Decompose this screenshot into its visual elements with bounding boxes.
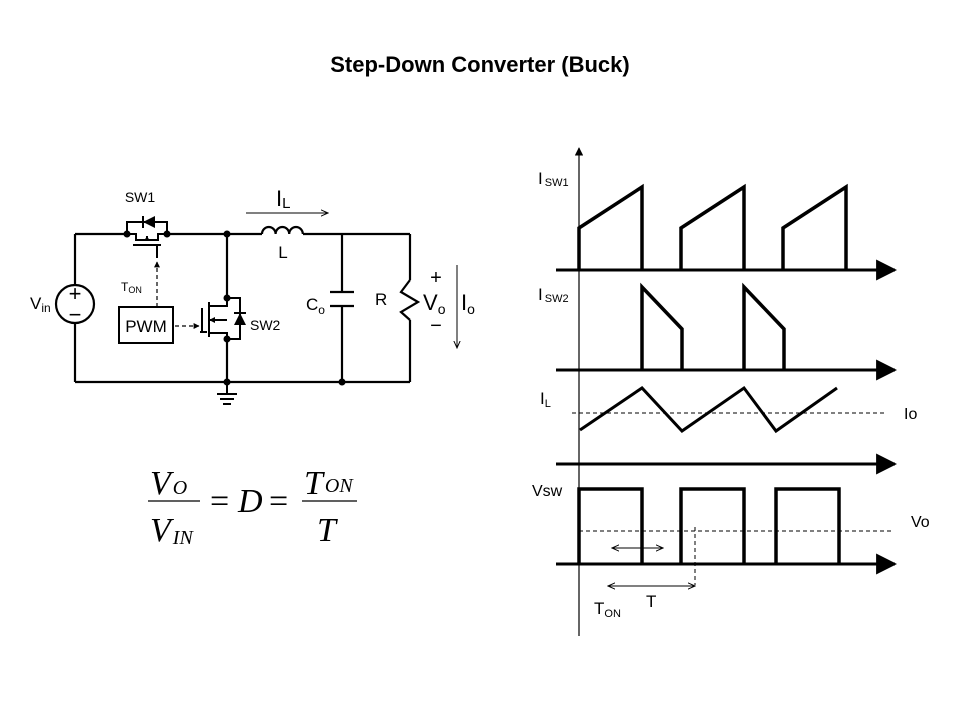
output-current-label: Io xyxy=(461,290,475,317)
source-plus: + xyxy=(69,281,82,306)
sw1-body-arrow xyxy=(144,236,150,241)
node-dot xyxy=(223,230,231,238)
period-label: T xyxy=(646,592,656,611)
resistor-label: R xyxy=(375,290,387,309)
isw2-waveform xyxy=(640,282,786,370)
sw2-label: SW2 xyxy=(250,317,281,333)
slide-title: Step-Down Converter (Buck) xyxy=(330,52,630,77)
vo-label: Vo xyxy=(911,514,930,531)
capacitor-label: Co xyxy=(306,295,325,317)
circuit-schematic xyxy=(73,232,412,384)
vsw-label: Vsw xyxy=(532,483,563,500)
vsw-waveform xyxy=(577,487,841,564)
source-minus: − xyxy=(69,302,82,327)
ton-control-label: TON xyxy=(121,280,142,295)
io-label: Io xyxy=(904,406,917,423)
sw2-body-arrow xyxy=(209,317,215,323)
eq-t: T xyxy=(317,512,338,549)
vin-label: Vin xyxy=(30,294,51,315)
node-dot xyxy=(163,230,171,238)
node-dot xyxy=(223,294,231,302)
sw1-diode-icon xyxy=(143,216,155,228)
eq-equals-2: = xyxy=(269,483,288,520)
node-dot xyxy=(223,335,231,343)
capacitor-icon xyxy=(330,290,354,308)
output-plus: + xyxy=(430,267,442,289)
inductor-icon xyxy=(260,225,304,235)
eq-equals-1: = xyxy=(210,483,229,520)
output-minus: − xyxy=(430,315,442,337)
sw2-diode-icon xyxy=(234,313,246,325)
isw1-waveform xyxy=(577,183,848,270)
il-waveform xyxy=(579,385,838,434)
node-dot xyxy=(338,378,346,386)
voltage-source: + − xyxy=(54,281,96,327)
output-voltage-label: Vo xyxy=(423,290,446,317)
pwm-label: PWM xyxy=(125,317,167,336)
ton-waveform-label: TON xyxy=(594,599,621,620)
ground-icon xyxy=(217,382,237,405)
il-label: IL xyxy=(540,389,551,410)
inductor-label: L xyxy=(278,243,287,262)
resistor-icon xyxy=(399,279,421,321)
sw2-mosfet xyxy=(200,297,241,340)
eq-d: D xyxy=(237,483,263,520)
sw1-label: SW1 xyxy=(125,189,156,205)
pwm-block xyxy=(118,306,174,344)
node-dot xyxy=(123,230,131,238)
inductor-current-label: IL xyxy=(276,186,290,212)
